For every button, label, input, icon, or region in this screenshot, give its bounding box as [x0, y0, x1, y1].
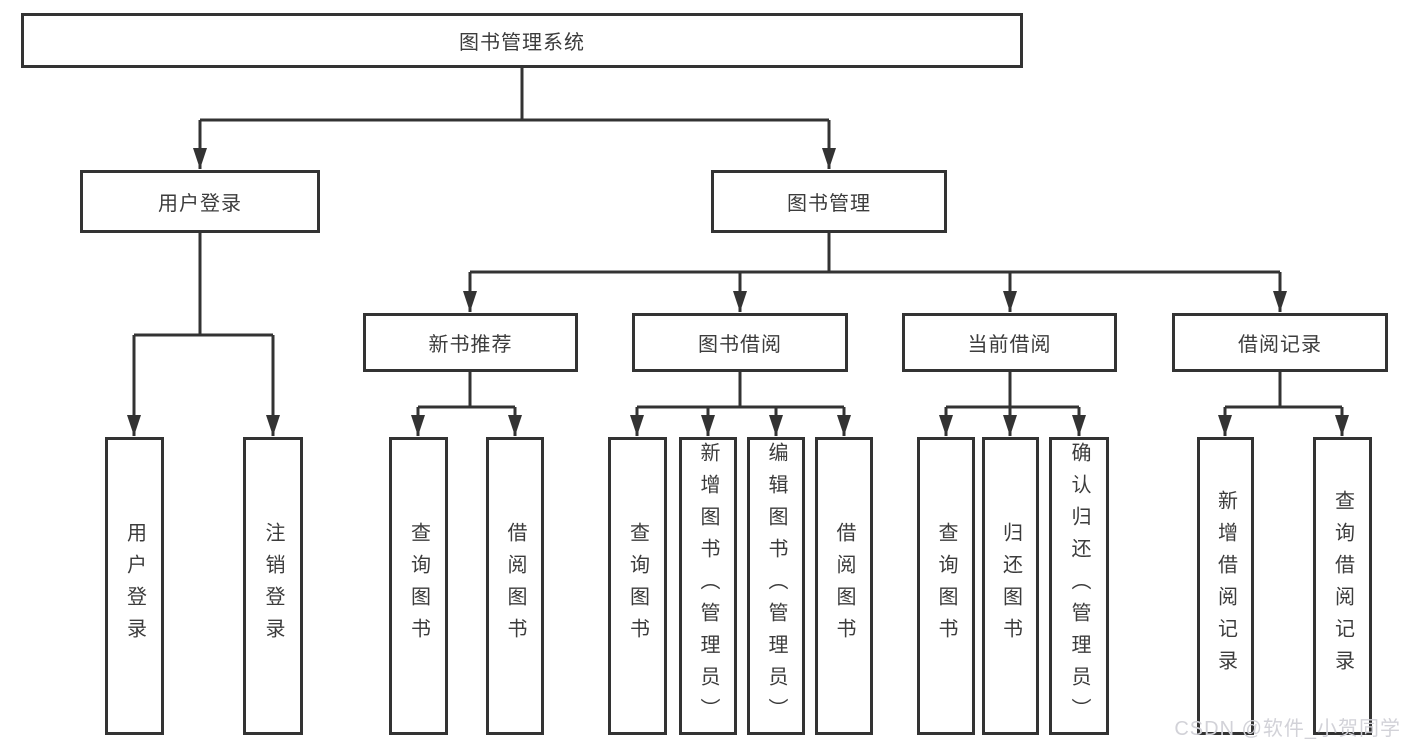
- node-return-books: 归还图书: [982, 437, 1039, 735]
- node-user-login: 用户登录: [80, 170, 320, 233]
- node-book-borrow: 图书借阅: [632, 313, 848, 372]
- node-user-login-leaf: 用户登录: [105, 437, 164, 735]
- node-query-books-2: 查询图书: [608, 437, 667, 735]
- node-query-borrow-record: 查询借阅记录: [1313, 437, 1372, 735]
- node-borrow-books-1: 借阅图书: [486, 437, 544, 735]
- node-add-books-admin: 新增图书（管理员）: [679, 437, 737, 735]
- node-book-management: 图书管理: [711, 170, 947, 233]
- node-root: 图书管理系统: [21, 13, 1023, 68]
- node-current-borrow: 当前借阅: [902, 313, 1117, 372]
- node-query-books-1: 查询图书: [389, 437, 448, 735]
- node-borrow-record: 借阅记录: [1172, 313, 1388, 372]
- node-confirm-return-admin: 确认归还（管理员）: [1049, 437, 1109, 735]
- node-edit-books-admin: 编辑图书（管理员）: [747, 437, 805, 735]
- node-query-books-3: 查询图书: [917, 437, 975, 735]
- node-logout-leaf: 注销登录: [243, 437, 303, 735]
- node-add-borrow-record: 新增借阅记录: [1197, 437, 1254, 735]
- node-new-book-recommend: 新书推荐: [363, 313, 578, 372]
- node-borrow-books-2: 借阅图书: [815, 437, 873, 735]
